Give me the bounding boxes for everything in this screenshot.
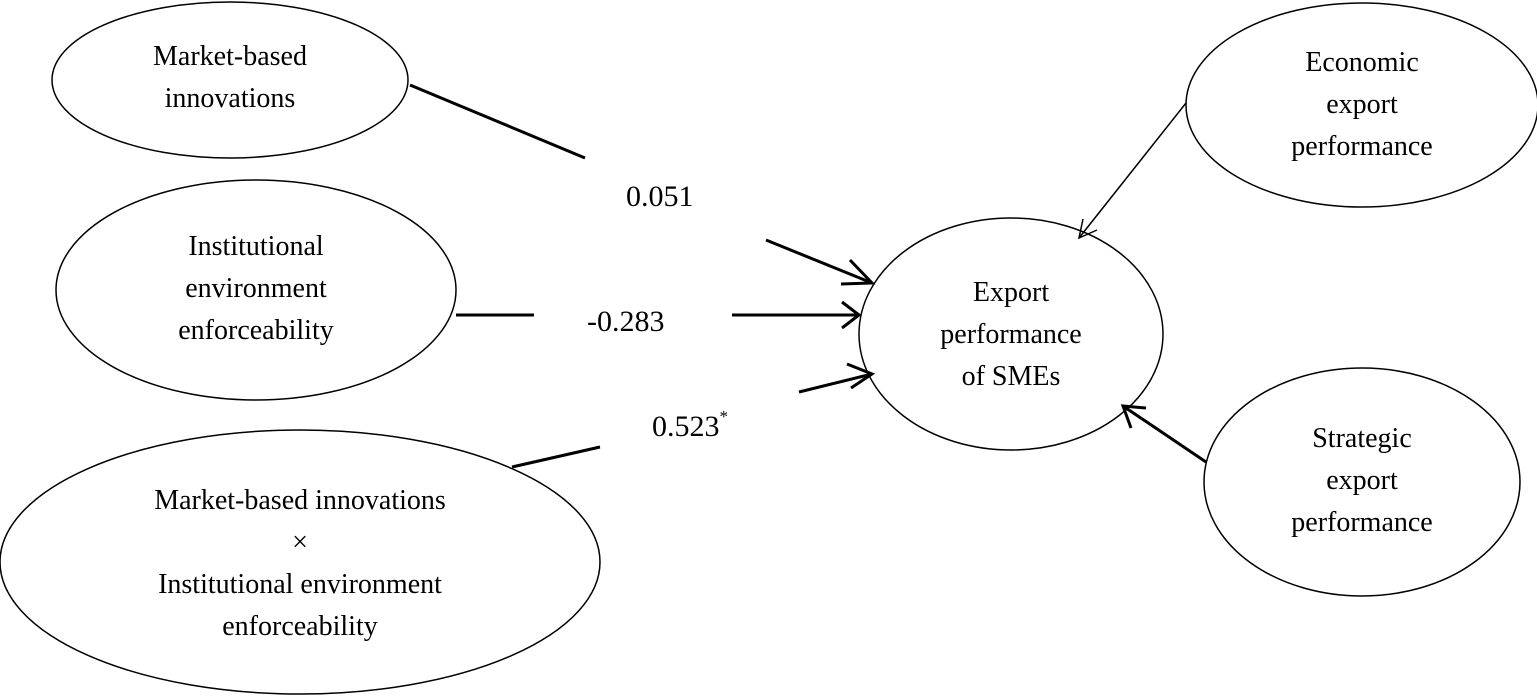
- node-text: export: [1326, 89, 1398, 120]
- significance-marker: *: [719, 407, 729, 426]
- path-line-mbi-upper: [409, 83, 586, 160]
- economic-export-performance-label: Economic export performance: [1242, 42, 1482, 168]
- node-text: Economic: [1305, 47, 1419, 78]
- interaction-term-label: Market-based innovations × Institutional…: [100, 480, 500, 648]
- node-text: Market-based innovations: [154, 485, 446, 516]
- node-text: performance: [940, 319, 1082, 350]
- coefficient-value: -0.283: [587, 305, 665, 338]
- node-text: enforceability: [178, 315, 334, 346]
- institutional-enforceability-label: Institutional environment enforceability: [106, 226, 406, 352]
- institutional-enforceability-ellipse: [55, 179, 457, 401]
- path-line-interaction-left: [511, 445, 601, 469]
- node-text: Institutional: [188, 231, 324, 262]
- market-based-innovations-ellipse: [51, 1, 409, 159]
- arrowhead-interaction: [846, 362, 876, 390]
- node-text: of SMEs: [961, 361, 1061, 392]
- node-text: enforceability: [222, 611, 378, 642]
- coefficient-mbi: 0.051: [626, 180, 694, 214]
- arrowhead-mbi: [840, 258, 876, 286]
- node-text: ×: [292, 527, 308, 558]
- node-text: Export: [972, 277, 1050, 308]
- path-line-economic: [1078, 102, 1187, 239]
- arrowhead-iee: [841, 300, 862, 330]
- node-text: Strategic: [1312, 423, 1412, 454]
- coefficient-iee: -0.283: [587, 305, 665, 339]
- node-text: innovations: [164, 83, 296, 114]
- node-text: export: [1326, 465, 1398, 496]
- interaction-term-ellipse: [0, 429, 601, 695]
- strategic-export-performance-ellipse: [1203, 367, 1521, 597]
- node-text: Institutional environment: [158, 569, 442, 600]
- path-line-strategic: [1122, 404, 1207, 464]
- arrowhead-economic: [1077, 218, 1098, 240]
- node-text: performance: [1291, 131, 1433, 162]
- node-text: environment: [185, 273, 327, 304]
- arrowhead-strategic: [1120, 404, 1147, 429]
- strategic-export-performance-label: Strategic export performance: [1242, 418, 1482, 544]
- export-performance-ellipse: [858, 217, 1164, 451]
- economic-export-performance-ellipse: [1185, 2, 1537, 208]
- node-text: performance: [1291, 507, 1433, 538]
- coefficient-interaction: 0.523*: [652, 407, 729, 444]
- coefficient-value: 0.051: [626, 180, 694, 213]
- path-line-interaction-right: [798, 372, 873, 394]
- market-based-innovations-label: Market-based innovations: [80, 30, 380, 126]
- node-text: Market-based: [153, 41, 307, 72]
- export-performance-label: Export performance of SMEs: [891, 272, 1131, 398]
- path-line-mbi-lower: [765, 238, 873, 285]
- coefficient-value: 0.523: [652, 410, 720, 443]
